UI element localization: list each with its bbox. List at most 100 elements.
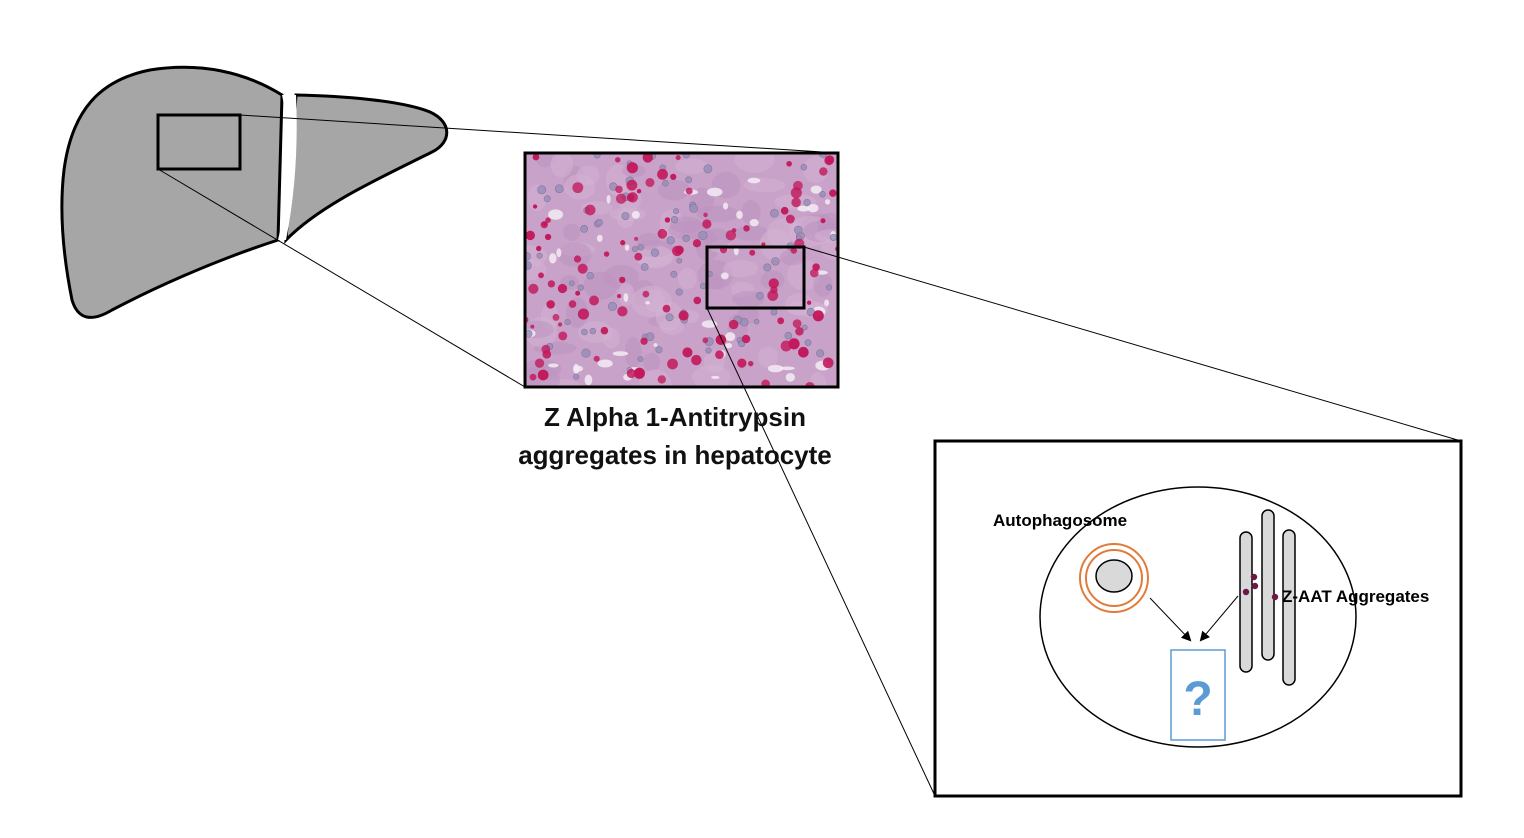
stained-globule bbox=[534, 358, 545, 368]
stained-globule bbox=[670, 173, 677, 180]
hepatocyte-nucleus bbox=[753, 318, 760, 325]
stained-globule bbox=[626, 179, 638, 191]
hepatocyte-nucleus bbox=[640, 263, 649, 271]
hepatocyte-nucleus bbox=[573, 373, 580, 380]
stained-globule bbox=[768, 278, 779, 289]
stained-globule bbox=[530, 324, 535, 329]
stained-globule bbox=[589, 295, 599, 306]
stained-globule bbox=[546, 300, 555, 309]
stained-globule bbox=[573, 255, 582, 263]
stained-globule bbox=[657, 168, 668, 180]
caption-line-2: aggregates in hepatocyte bbox=[518, 440, 832, 470]
caption-line-1: Z Alpha 1-Antitrypsin bbox=[544, 402, 806, 432]
stained-globule bbox=[634, 236, 639, 241]
cell-diagram-panel: Autophagosome Z-AAT Aggregates ? bbox=[933, 439, 1463, 798]
stained-globule bbox=[544, 233, 552, 241]
hepatocyte-nucleus bbox=[685, 176, 693, 184]
hepatocyte-nucleus bbox=[537, 185, 547, 195]
sinusoid-gap bbox=[623, 293, 629, 302]
stained-globule bbox=[557, 322, 563, 327]
tissue-blotch bbox=[820, 238, 838, 260]
aggregate-dot bbox=[1271, 593, 1279, 601]
stained-globule bbox=[798, 346, 809, 358]
hepatocyte-nucleus bbox=[543, 195, 551, 203]
stained-globule bbox=[577, 308, 590, 320]
sinusoid-gap bbox=[711, 375, 720, 379]
hepatocyte-nucleus bbox=[676, 257, 683, 264]
endoplasmic-reticulum bbox=[1239, 509, 1296, 686]
hepatocyte-nucleus bbox=[801, 324, 808, 331]
stained-globule bbox=[829, 189, 837, 197]
stained-globule bbox=[703, 212, 708, 218]
er-cisterna bbox=[1282, 529, 1296, 686]
stained-globule bbox=[626, 162, 638, 174]
hepatocyte-nucleus bbox=[756, 291, 764, 300]
sinusoid-gap bbox=[720, 272, 729, 280]
stained-globule bbox=[537, 369, 549, 381]
stained-globule bbox=[603, 251, 610, 257]
hepatocyte-nucleus bbox=[650, 248, 660, 257]
histology-caption: Z Alpha 1-Antitrypsin aggregates in hepa… bbox=[500, 398, 850, 474]
tissue-blotch bbox=[670, 216, 703, 234]
hepatocyte-nucleus bbox=[819, 191, 826, 198]
sinusoid-gap bbox=[631, 210, 640, 219]
histology-texture bbox=[525, 153, 838, 387]
stained-globule bbox=[667, 358, 678, 370]
stained-globule bbox=[538, 272, 544, 279]
arrow-aggregates-to-unknown bbox=[1199, 595, 1239, 642]
stained-globule bbox=[731, 228, 737, 233]
stained-globule bbox=[662, 304, 671, 313]
autophagosome-cargo bbox=[1095, 559, 1133, 593]
stained-globule bbox=[593, 355, 600, 362]
tissue-blotch bbox=[675, 158, 708, 175]
sinusoid-gap bbox=[722, 202, 729, 210]
tissue-blotch bbox=[550, 153, 574, 178]
hepatocyte-nucleus bbox=[689, 203, 699, 213]
stained-globule bbox=[672, 245, 683, 257]
stained-globule bbox=[577, 263, 588, 274]
stained-globule bbox=[780, 206, 789, 215]
stained-globule bbox=[793, 180, 803, 191]
zoom-line bbox=[157, 168, 526, 388]
stained-globule bbox=[761, 242, 766, 247]
tissue-blotch bbox=[583, 271, 618, 300]
hepatocyte-nucleus bbox=[580, 225, 588, 233]
aggregate-dot bbox=[1250, 573, 1258, 581]
stained-globule bbox=[615, 157, 621, 163]
sinusoid-gap bbox=[725, 342, 733, 349]
sinusoid-gap bbox=[653, 343, 658, 347]
sinusoid-gap bbox=[573, 363, 580, 374]
tissue-blotch bbox=[734, 153, 775, 173]
stained-globule bbox=[806, 300, 812, 305]
autophagosome-outer-ring bbox=[1079, 543, 1149, 613]
sinusoid-gap bbox=[597, 359, 613, 368]
aggregate-dot bbox=[1242, 588, 1250, 596]
tissue-blotch bbox=[809, 371, 827, 387]
hepatocyte-nucleus bbox=[525, 261, 532, 270]
sinusoid-gap bbox=[624, 244, 630, 251]
hepatocyte-nucleus bbox=[607, 301, 618, 311]
hepatocyte-nucleus bbox=[581, 348, 591, 358]
hepatocyte-nucleus bbox=[568, 280, 575, 287]
stained-globule bbox=[620, 240, 626, 246]
liver-right-lobe bbox=[60, 65, 284, 319]
stained-globule bbox=[691, 354, 702, 366]
stained-globule bbox=[795, 327, 804, 336]
stained-globule bbox=[791, 197, 801, 208]
hepatocyte-nucleus bbox=[705, 347, 712, 354]
hepatocyte-nucleus bbox=[794, 225, 803, 235]
er-cisterna bbox=[1239, 531, 1253, 673]
stained-globule bbox=[575, 290, 581, 296]
hepatocyte-nucleus bbox=[645, 332, 655, 342]
stained-globule bbox=[529, 373, 537, 381]
stained-globule bbox=[532, 204, 538, 209]
stained-globule bbox=[767, 290, 779, 301]
sinusoid-gap bbox=[824, 199, 831, 205]
hepatocyte-nucleus bbox=[670, 270, 678, 278]
stained-globule bbox=[664, 217, 671, 223]
stained-globule bbox=[645, 178, 655, 188]
hepatocyte-nucleus bbox=[800, 163, 808, 171]
tissue-blotch bbox=[696, 205, 740, 223]
sinusoid-gap bbox=[584, 374, 593, 386]
